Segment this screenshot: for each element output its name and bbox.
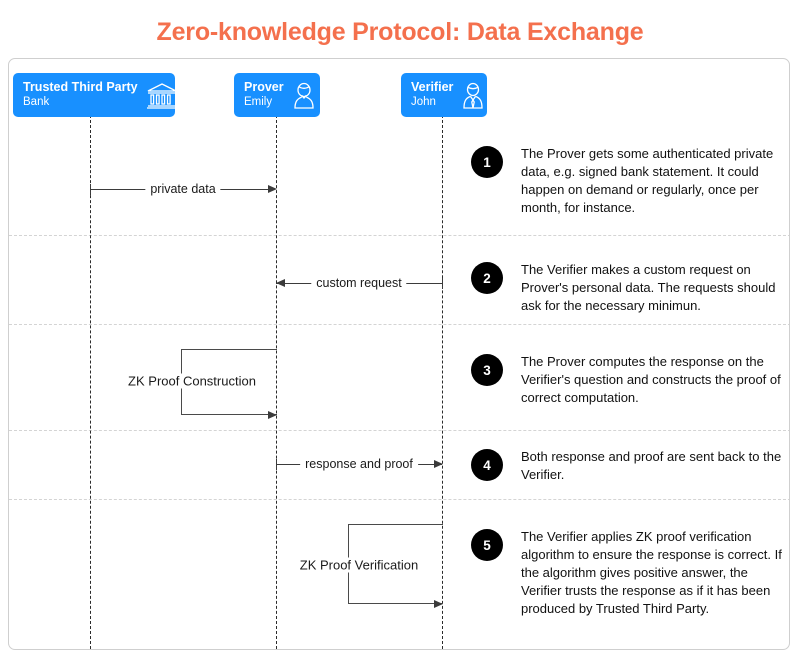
arrow-right-icon [268, 184, 277, 193]
actor-trusted-third-party[interactable]: Trusted Third Party Bank [13, 73, 178, 117]
step-description: The Verifier makes a custom request on P… [521, 262, 776, 313]
lifeline-verifier [442, 115, 443, 649]
row-separator-3 [9, 430, 789, 431]
message-label: ZK Proof Construction [125, 373, 259, 389]
arrow-right-icon [434, 459, 443, 468]
message-start-cap [442, 278, 443, 289]
actor-role-label: Trusted Third Party [23, 80, 138, 95]
actor-role-label: Prover [244, 80, 284, 95]
actor-name-label: Emily [244, 96, 273, 109]
page-title: Zero-knowledge Protocol: Data Exchange [156, 18, 644, 46]
bank-icon [146, 81, 178, 109]
arrow-right-icon [434, 599, 443, 608]
step-description: The Prover gets some authenticated priva… [521, 146, 774, 215]
step-badge: 3 [471, 354, 503, 386]
arrow-left-icon [276, 278, 285, 287]
actor-role-label: Verifier [411, 80, 454, 95]
step-badge: 2 [471, 262, 503, 294]
actor-name-label: Bank [23, 96, 50, 109]
sequence-diagram-frame: Trusted Third Party Bank Prover Emily [8, 58, 790, 650]
step-badge: 4 [471, 449, 503, 481]
message-label: response and proof [300, 457, 418, 471]
step-badge: 1 [471, 146, 503, 178]
arrow-right-icon [268, 410, 277, 419]
step-description: The Prover computes the response on the … [521, 354, 781, 405]
actor-name-label: John [411, 96, 436, 109]
lifeline-prover [276, 115, 277, 649]
actor-prover[interactable]: Prover Emily [234, 73, 320, 117]
message-label: private data [145, 182, 221, 196]
message-label: custom request [311, 276, 407, 290]
actor-verifier-text: Verifier John [411, 80, 453, 109]
message-label: ZK Proof Verification [296, 557, 422, 573]
actor-verifier[interactable]: Verifier John [401, 73, 487, 117]
woman-avatar-icon [292, 81, 316, 109]
step-description: The Verifier applies ZK proof verificati… [521, 529, 782, 616]
row-separator-4 [9, 499, 789, 500]
step-description: Both response and proof are sent back to… [521, 449, 782, 482]
actor-trusted-third-party-text: Trusted Third Party Bank [23, 80, 138, 109]
man-avatar-icon [461, 81, 485, 109]
lifeline-trusted-third-party [90, 115, 91, 649]
row-separator-1 [9, 235, 789, 236]
actor-prover-text: Prover Emily [244, 80, 284, 109]
row-separator-2 [9, 324, 789, 325]
step-badge: 5 [471, 529, 503, 561]
